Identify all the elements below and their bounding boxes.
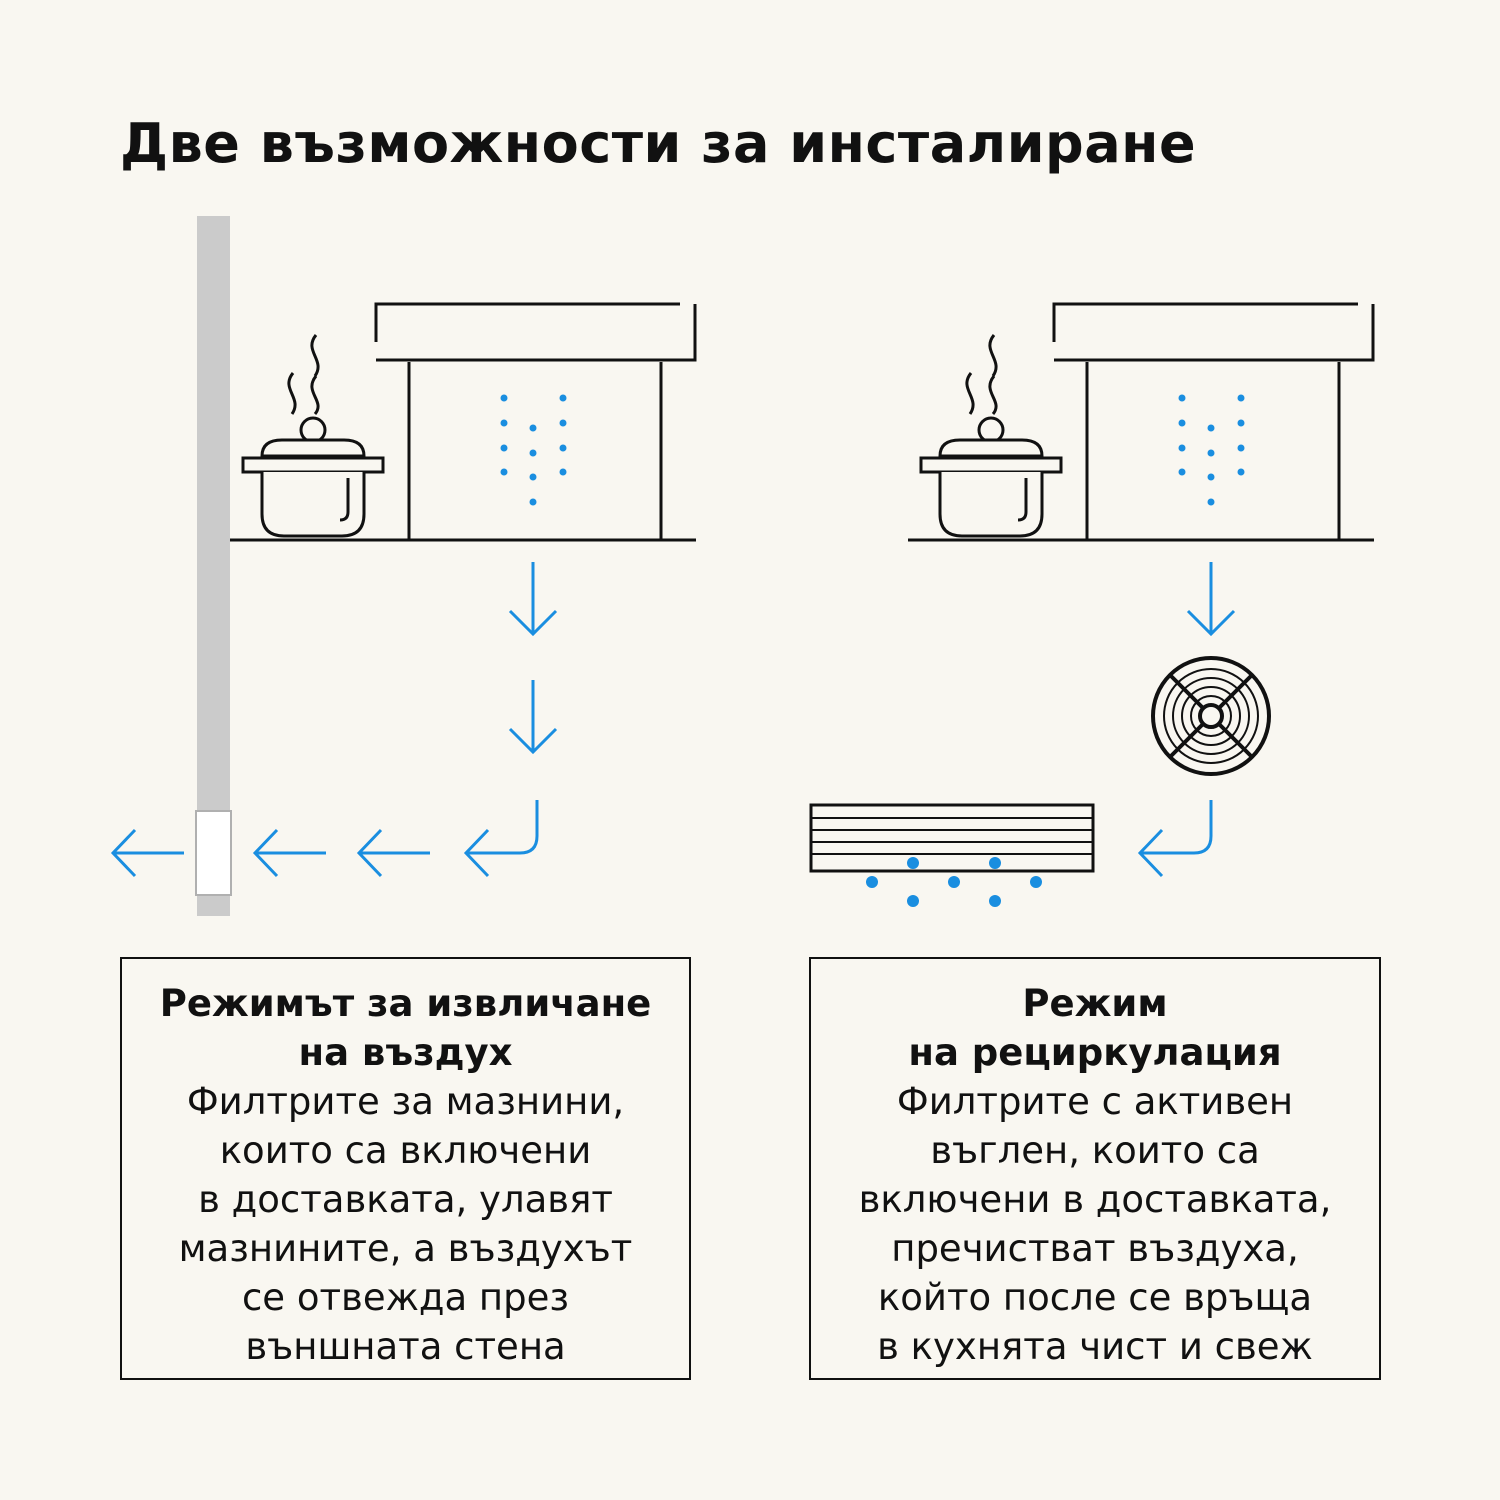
mode-heading: на въздух bbox=[298, 1031, 513, 1074]
wall-duct-icon bbox=[195, 216, 232, 916]
charcoal-filter-icon bbox=[809, 803, 1095, 907]
fan-icon bbox=[1151, 656, 1271, 776]
mode-description: включени в доставката, bbox=[858, 1178, 1332, 1221]
mode-description: пречистват въздуха, bbox=[891, 1227, 1299, 1270]
arrow-down-icon bbox=[1186, 562, 1236, 637]
mode-description: външната стена bbox=[245, 1325, 566, 1368]
arrow-left-icon bbox=[110, 828, 184, 878]
arrow-down-icon bbox=[508, 680, 558, 755]
page-title: Две възможности за инсталиране bbox=[120, 112, 1197, 175]
mode-description: в кухнята чист и свеж bbox=[877, 1325, 1313, 1368]
mode-description: който после се връща bbox=[877, 1276, 1313, 1319]
mode-heading: Режимът за извличане bbox=[159, 982, 652, 1025]
mode-heading: Режим bbox=[1022, 982, 1168, 1025]
mode-description: мазнините, а въздухът bbox=[178, 1227, 633, 1270]
mode-description: въглен, които са bbox=[930, 1129, 1260, 1172]
mode-heading: на рециркулация bbox=[908, 1031, 1282, 1074]
installation-diagrams bbox=[110, 216, 1376, 916]
mode-description: в доставката, улавят bbox=[198, 1178, 613, 1221]
arrow-left-icon bbox=[1137, 800, 1213, 878]
air-dots-icon bbox=[500, 394, 567, 506]
recirculation-mode-box: Режим на рециркулация Филтрите с активен… bbox=[809, 957, 1381, 1380]
mode-description: се отвежда през bbox=[241, 1276, 570, 1319]
arrow-left-icon bbox=[252, 828, 326, 878]
arrow-left-icon bbox=[356, 828, 430, 878]
arrow-down-icon bbox=[508, 562, 558, 637]
air-dots-icon bbox=[1178, 394, 1245, 506]
mode-description: Филтрите за мазнини, bbox=[186, 1080, 625, 1123]
right-diagram bbox=[809, 302, 1376, 907]
pot-icon bbox=[919, 333, 1063, 538]
mode-description: Филтрите с активен bbox=[896, 1080, 1294, 1123]
extraction-mode-box: Режимът за извличане на въздух Филтрите … bbox=[120, 957, 691, 1380]
arrow-left-icon bbox=[463, 800, 539, 878]
mode-description: които са включени bbox=[219, 1129, 592, 1172]
pot-icon bbox=[241, 333, 385, 538]
left-diagram bbox=[110, 216, 698, 916]
